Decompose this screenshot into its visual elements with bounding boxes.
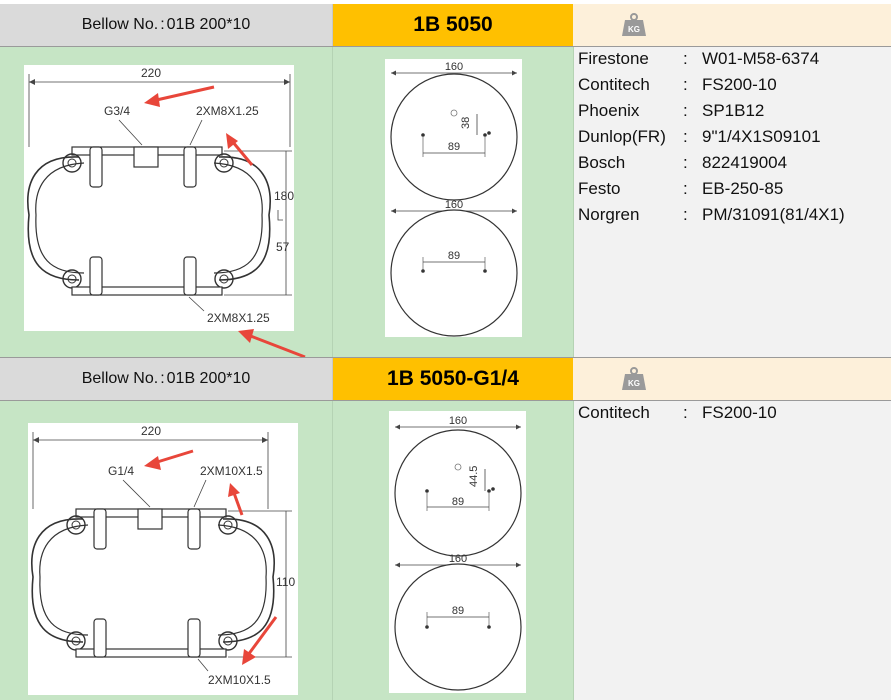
cross-ref-row: Bosch:822419004 xyxy=(578,153,888,179)
part-number: W01-M58-6374 xyxy=(702,49,820,68)
plate-drawing-cell: 160 89 38 160 89 xyxy=(333,47,574,357)
product-header-2: Bellow No.:01B 200*10 1B 5050-G1/4 KG xyxy=(0,358,891,400)
separator: : xyxy=(683,75,688,94)
bottom-plate-hole-spacing: 89 xyxy=(448,250,460,262)
top-plate-hole-spacing: 89 xyxy=(448,141,460,153)
divider xyxy=(0,46,891,47)
top-plate-diameter: 160 xyxy=(449,415,467,427)
svg-text:KG: KG xyxy=(628,379,640,388)
bellow-side-drawing: 220 G3/4 2XM8X1.25 xyxy=(24,65,294,331)
divider xyxy=(0,357,891,358)
product-header-1: Bellow No.:01B 200*10 1B 5050 KG xyxy=(0,4,891,46)
part-number: EB-250-85 xyxy=(702,179,784,198)
separator: : xyxy=(683,179,688,198)
model-number: 1B 5050-G1/4 xyxy=(387,367,519,390)
top-thread-label: 2XM10X1.5 xyxy=(200,464,263,478)
brand-name: Contitech xyxy=(578,403,650,422)
cross-ref-row: Contitech: FS200-10 xyxy=(578,403,888,429)
kg-weight-icon: KG xyxy=(622,13,646,36)
bellow-value: 01B 200*10 xyxy=(166,370,251,387)
weight-cell: KG xyxy=(573,4,891,46)
part-number: SP1B12 xyxy=(702,101,765,120)
min-height-dimension: 57 xyxy=(276,240,290,254)
bottom-thread-label: 2XM8X1.25 xyxy=(207,311,270,325)
product-body-2: 220 G1/4 2XM10X1.5 xyxy=(0,401,891,700)
cross-reference-cell: Contitech: FS200-10 xyxy=(574,401,891,700)
bellow-number-cell: Bellow No.:01B 200*10 xyxy=(0,358,333,400)
plate-drawing-cell: 160 89 44.5 160 89 xyxy=(333,401,574,700)
width-dimension: 220 xyxy=(141,424,161,438)
max-height-dimension: 110 xyxy=(276,575,295,589)
bellow-side-drawing: 220 G1/4 2XM10X1.5 xyxy=(28,423,298,695)
part-number: FS200-10 xyxy=(702,403,777,422)
brand-name: Festo xyxy=(578,179,621,198)
separator: : xyxy=(683,205,688,224)
brand-name: Phoenix xyxy=(578,101,640,120)
red-arrow-icon xyxy=(144,85,215,107)
top-plate-port-offset: 44.5 xyxy=(468,466,480,487)
model-number-cell: 1B 5050-G1/4 xyxy=(333,358,573,400)
bottom-plate-diameter: 160 xyxy=(445,199,463,211)
bellow-separator: : xyxy=(160,16,165,33)
bottom-thread-label: 2XM10X1.5 xyxy=(208,673,271,687)
plate-top-view-drawing: 160 89 38 160 89 xyxy=(385,59,522,337)
red-arrow-icon xyxy=(238,329,306,359)
part-number: FS200-10 xyxy=(702,75,777,94)
brand-name: Bosch xyxy=(578,153,626,172)
width-dimension: 220 xyxy=(141,66,161,80)
brand-name: Contitech xyxy=(578,75,650,94)
bellow-label: Bellow No. xyxy=(81,370,159,387)
svg-text:KG: KG xyxy=(628,25,640,34)
bellow-value: 01B 200*10 xyxy=(166,16,251,33)
red-arrow-icon xyxy=(226,133,254,166)
bellow-label: Bellow No. xyxy=(81,16,159,33)
port-label: G1/4 xyxy=(108,464,134,478)
brand-name: Norgren xyxy=(578,205,640,224)
model-number: 1B 5050 xyxy=(413,13,493,36)
bellow-drawing-cell: 220 G1/4 2XM10X1.5 xyxy=(0,401,333,700)
weight-cell: KG xyxy=(573,358,891,400)
part-number: PM/31091(81/4X1) xyxy=(702,205,845,224)
cross-ref-row: Festo: EB-250-85 xyxy=(578,179,888,205)
red-arrow-icon xyxy=(242,616,278,665)
kg-weight-icon: KG xyxy=(622,367,646,390)
divider xyxy=(0,400,891,401)
cross-ref-row: Norgren: PM/31091(81/4X1) xyxy=(578,205,888,231)
cross-ref-row: Dunlop(FR):9"1/4X1S09101 xyxy=(578,127,888,153)
bellow-separator: : xyxy=(160,370,165,387)
red-arrow-icon xyxy=(228,483,244,516)
separator: : xyxy=(683,101,688,120)
top-plate-diameter: 160 xyxy=(445,61,463,73)
plate-top-view-drawing: 160 89 44.5 160 89 xyxy=(389,411,526,693)
model-number-cell: 1B 5050 xyxy=(333,4,573,46)
top-plate-port-offset: 38 xyxy=(460,117,472,129)
brand-name: Dunlop(FR) xyxy=(578,127,666,146)
max-height-dimension: 180 xyxy=(274,189,294,203)
cross-ref-row: Contitech: FS200-10 xyxy=(578,75,888,101)
cross-ref-row: Firestone: W01-M58-6374 xyxy=(578,49,888,75)
top-thread-label: 2XM8X1.25 xyxy=(196,104,259,118)
cross-ref-row: Phoenix: SP1B12 xyxy=(578,101,888,127)
separator: : xyxy=(683,127,688,146)
port-label: G3/4 xyxy=(104,104,130,118)
bellow-drawing-cell: 220 G3/4 2XM8X1.25 xyxy=(0,47,333,359)
red-arrow-icon xyxy=(144,449,194,470)
separator: : xyxy=(683,153,688,172)
top-plate-hole-spacing: 89 xyxy=(452,496,464,508)
brand-name: Firestone xyxy=(578,49,649,68)
bottom-plate-diameter: 160 xyxy=(449,553,467,565)
part-number: 822419004 xyxy=(702,153,788,172)
bottom-plate-hole-spacing: 89 xyxy=(452,605,464,617)
separator: : xyxy=(683,403,688,422)
bellow-number-cell: Bellow No.:01B 200*10 xyxy=(0,4,333,46)
cross-reference-cell: Firestone: W01-M58-6374 Contitech: FS200-1… xyxy=(574,47,891,357)
product-body-1: 220 G3/4 2XM8X1.25 xyxy=(0,47,891,359)
separator: : xyxy=(683,49,688,68)
part-number: 9"1/4X1S09101 xyxy=(702,127,821,146)
